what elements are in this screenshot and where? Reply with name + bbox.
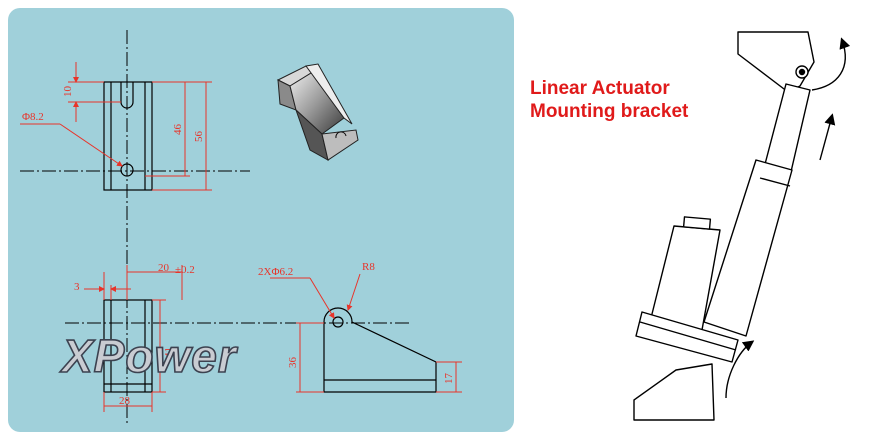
dim-hole-diameter-label: Φ8.2 — [22, 111, 44, 123]
dim-offset-label: 20 — [158, 262, 170, 274]
dim-slot-label: 10 — [62, 86, 74, 98]
actuator-rod — [763, 83, 811, 177]
top-view-outline — [103, 81, 153, 191]
bottom-view-dimensions — [84, 265, 462, 412]
xpower-watermark: XPower — [59, 330, 238, 382]
dim-thickness-label: 3 — [74, 281, 80, 293]
dim-width-label: 28 — [119, 395, 131, 407]
dim-foot-label: 17 — [443, 373, 455, 385]
bottom-view-outline — [103, 299, 437, 393]
dim-inner-height-label: 46 — [172, 124, 184, 136]
top-bracket — [737, 31, 815, 93]
bracket-3d-illustration — [276, 63, 359, 161]
dim-side-height-label: 36 — [287, 357, 299, 369]
dim-outer-height-label: 56 — [193, 131, 205, 143]
actuator-tube — [703, 159, 793, 337]
dim-holes-label: 2XΦ6.2 — [258, 266, 293, 278]
top-view-dimensions — [20, 62, 212, 191]
actuator-illustration — [633, 31, 815, 421]
bottom-bracket — [633, 363, 715, 421]
heading-line-1: Linear Actuator — [530, 78, 670, 99]
heading-line-2: Mounting bracket — [530, 101, 689, 122]
dim-offset-tolerance-label: ±0.2 — [175, 264, 195, 276]
motion-arrows — [725, 37, 851, 399]
center-lines — [20, 30, 410, 425]
drawing-panel — [8, 8, 514, 432]
dim-radius-label: R8 — [362, 261, 375, 273]
dim-height-label: 41 — [163, 347, 175, 358]
